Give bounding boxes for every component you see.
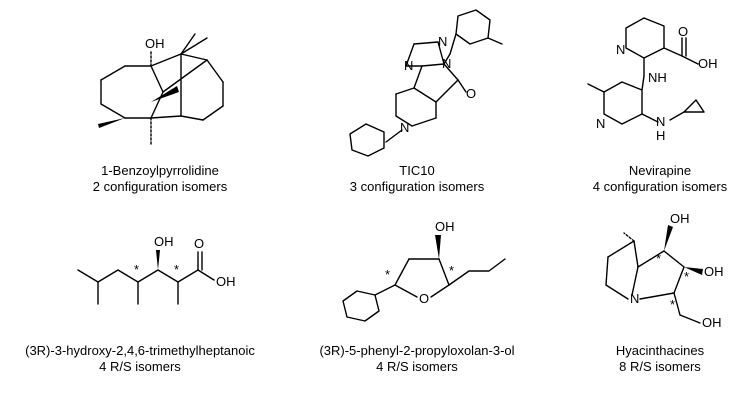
structure-2: N N N N O xyxy=(349,9,503,157)
molecule-name: (3R)-3-hydroxy-2,4,6-trimethylheptanoic xyxy=(25,343,255,358)
star-3: * xyxy=(670,297,675,312)
star-1: * xyxy=(134,262,139,277)
n-top-label: N xyxy=(616,42,625,57)
isomer-count: 2 configuration isomers xyxy=(92,179,228,194)
isomer-count: 4 R/S isomers xyxy=(376,359,458,374)
caption-5: (3R)-5-phenyl-2-propyloxolan-3-ol 4 R/S … xyxy=(297,343,537,375)
oh-bottom-label: OH xyxy=(702,315,722,330)
n3-label: N xyxy=(442,56,451,71)
molecule-name: (3R)-5-phenyl-2-propyloxolan-3-ol xyxy=(319,343,515,358)
oh-label: OH xyxy=(698,56,718,71)
caption-3: Nevirapine 4 configuration isomers xyxy=(540,163,747,195)
structure-4: OH O OH * * xyxy=(77,234,236,305)
star-2: * xyxy=(684,269,689,284)
isomer-count: 3 configuration isomers xyxy=(349,179,485,194)
nh-upper-label: NH xyxy=(648,70,667,85)
star-1: * xyxy=(385,267,390,282)
caption-2: TIC10 3 configuration isomers xyxy=(297,163,537,195)
oh-top-label: OH xyxy=(670,211,690,226)
isomer-count: 8 R/S isomers xyxy=(619,359,701,374)
caption-4: (3R)-3-hydroxy-2,4,6-trimethylheptanoic … xyxy=(20,343,260,375)
n-lower-label: N xyxy=(596,116,605,131)
n1-label: N xyxy=(404,58,413,73)
n4-label: N xyxy=(400,120,409,135)
molecule-5: OH O * * xyxy=(335,205,525,330)
o-ring-label: O xyxy=(419,291,429,306)
molecule-1: OH xyxy=(85,20,235,160)
molecule-4: OH O OH * * xyxy=(70,232,250,322)
oh-acid-label: OH xyxy=(216,274,236,289)
caption-1: 1-Benzoylpyrrolidine 2 configuration iso… xyxy=(40,163,280,195)
o-carbonyl-label: O xyxy=(194,236,204,251)
star-2: * xyxy=(449,263,454,278)
caption-6: Hyacinthacines 8 R/S isomers xyxy=(540,343,747,375)
molecule-6: OH OH OH N * * * xyxy=(588,205,743,330)
nh-lower-n-label: N xyxy=(656,114,665,129)
structure-6: OH OH OH N * * * xyxy=(605,211,724,330)
nh-lower-h-label: H xyxy=(656,128,665,143)
structure-3: N O OH NH N N H xyxy=(587,17,718,143)
n2-label: N xyxy=(438,34,447,49)
molecule-name: Nevirapine xyxy=(628,163,692,178)
isomer-count: 4 configuration isomers xyxy=(592,179,728,194)
star-2: * xyxy=(174,262,179,277)
molecule-name: Hyacinthacines xyxy=(615,343,705,358)
n-label: N xyxy=(630,291,639,306)
structure-5: OH O * * xyxy=(342,219,506,322)
oh-right-label: OH xyxy=(704,264,724,279)
molecule-name: 1-Benzoylpyrrolidine xyxy=(101,163,219,178)
o-label: O xyxy=(466,86,476,101)
star-1: * xyxy=(656,251,661,266)
structure-1: OH xyxy=(98,33,224,145)
o-carbonyl-label: O xyxy=(678,24,688,39)
oh-label: OH xyxy=(145,36,165,51)
isomer-count: 4 R/S isomers xyxy=(99,359,181,374)
oh-top-label: OH xyxy=(154,234,174,249)
molecule-2: N N N N O xyxy=(340,8,520,158)
molecule-name: TIC10 xyxy=(399,163,435,178)
molecule-3: N O OH NH N N H xyxy=(570,8,745,158)
oh-label: OH xyxy=(435,219,455,234)
